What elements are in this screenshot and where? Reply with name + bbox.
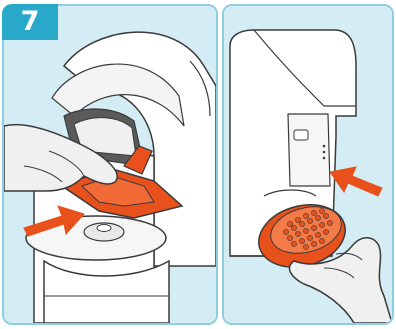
step-number-badge: 7: [2, 4, 58, 40]
disc-slot: [294, 130, 308, 140]
panel-remove-holder: [2, 4, 218, 325]
panel-insert-disc: [222, 4, 394, 325]
indicator-dot-2: [323, 151, 326, 154]
machine-front-panel: [288, 114, 330, 186]
indicator-dot-3: [323, 157, 326, 160]
piercing-needle: [97, 225, 111, 232]
insert-disc-illustration: [224, 6, 392, 323]
indicator-dot-1: [323, 145, 326, 148]
remove-holder-illustration: [4, 6, 216, 323]
